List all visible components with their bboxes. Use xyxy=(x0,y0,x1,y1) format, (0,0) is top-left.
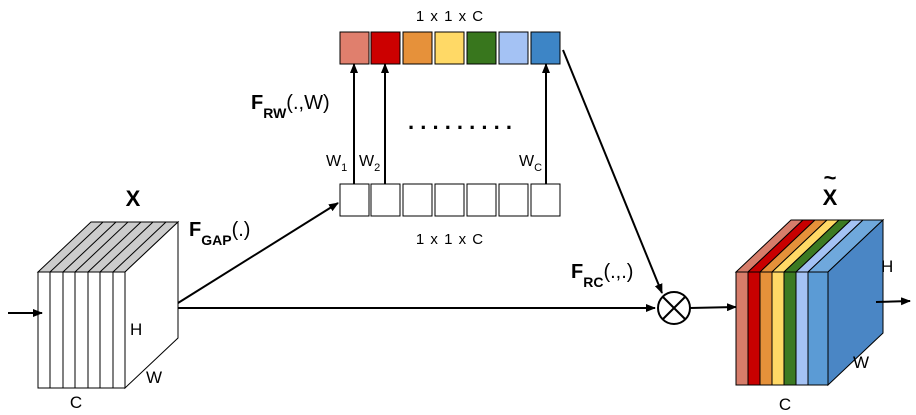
wc-sub: C xyxy=(534,162,542,174)
bottom-cell xyxy=(339,183,370,217)
channel-weight-cell xyxy=(434,31,465,65)
input-x-label: X xyxy=(126,186,141,211)
input-front-lines xyxy=(49,272,114,388)
w1-sub: 1 xyxy=(341,162,347,174)
gap-sub: GAP xyxy=(201,232,231,248)
rw-label: FRW(.,W) xyxy=(251,92,330,121)
output-h-label: H xyxy=(881,257,893,276)
weights-arrow xyxy=(562,49,663,294)
input-c-label: C xyxy=(70,393,82,412)
w1-label: W1 xyxy=(326,153,347,174)
top-dims-label: 1 x 1 x C xyxy=(416,8,484,25)
w2-label: W2 xyxy=(359,153,380,174)
rc-args: (.,.) xyxy=(603,261,633,283)
output-front-stripe xyxy=(795,271,809,386)
input-w-label: W xyxy=(146,368,162,387)
output-front-stripe xyxy=(771,271,785,386)
channel-weight-cell xyxy=(402,31,433,65)
gap-args: (.) xyxy=(232,219,251,241)
output-front-stripe xyxy=(783,271,797,386)
rc-main: F xyxy=(571,261,583,283)
wc-label: WC xyxy=(519,153,542,174)
output-front-stripe xyxy=(747,271,761,386)
output-front-stripe xyxy=(759,271,773,386)
output-front-stripe xyxy=(735,271,749,386)
bottom-dims-label: 1 x 1 x C xyxy=(416,231,484,248)
dots-label: . . . . . . . . . xyxy=(408,109,512,134)
w2-main: W xyxy=(359,153,375,170)
w1-main: W xyxy=(326,153,342,170)
output-front-block xyxy=(807,271,829,386)
bottom-cell xyxy=(402,183,433,217)
rc-label: FRC(.,.) xyxy=(571,261,633,290)
gap-label: FGAP(.) xyxy=(189,219,250,248)
bottom-cell xyxy=(370,183,401,217)
output-w-label: W xyxy=(853,353,869,372)
top-vector xyxy=(339,31,561,65)
input-front-face xyxy=(37,271,126,389)
bottom-cell xyxy=(530,183,561,217)
input-top-lines xyxy=(49,221,167,273)
rw-main: F xyxy=(251,92,263,114)
channel-weight-cell xyxy=(530,31,561,65)
bottom-cell xyxy=(498,183,529,217)
output-x-label: X xyxy=(823,185,838,210)
gap-arrow xyxy=(177,202,339,304)
mult-to-output-arrow xyxy=(689,303,737,312)
w2-sub: 2 xyxy=(374,162,380,174)
output-tensor xyxy=(734,218,885,387)
bottom-vector xyxy=(339,183,561,217)
input-tensor xyxy=(36,220,180,390)
bottom-cell xyxy=(466,183,497,217)
channel-weight-cell xyxy=(370,31,401,65)
gap-main: F xyxy=(189,219,201,241)
channel-weight-cell xyxy=(339,31,370,65)
output-arrow xyxy=(875,297,911,306)
channel-weight-cell xyxy=(466,31,497,65)
rw-sub: RW xyxy=(263,105,287,121)
output-tilde: ~ xyxy=(824,165,837,190)
rw-args: (.,W) xyxy=(286,92,329,114)
bottom-cell xyxy=(434,183,465,217)
input-h-label: H xyxy=(130,320,142,339)
output-c-label: C xyxy=(779,395,791,414)
wc-main: W xyxy=(519,153,535,170)
rc-sub: RC xyxy=(583,274,603,290)
channel-weight-cell xyxy=(498,31,529,65)
circle-times-icon xyxy=(657,291,691,325)
